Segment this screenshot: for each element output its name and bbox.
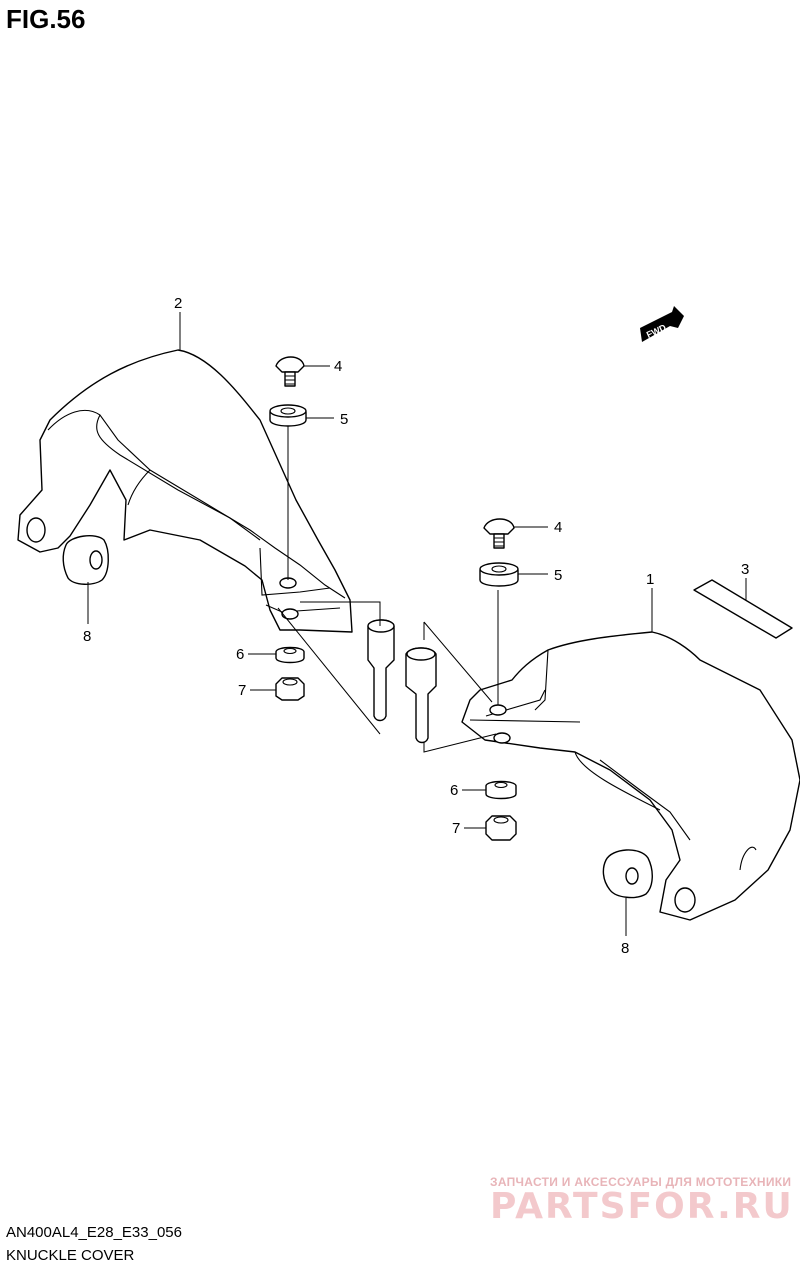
callout-4-left: 4: [334, 358, 342, 375]
callout-7-right: 7: [452, 820, 460, 837]
fwd-arrow-icon: FWD: [640, 306, 684, 342]
callout-2: 2: [174, 295, 182, 312]
assembly-lines-left: [277, 426, 381, 735]
callout-6-left: 6: [236, 646, 244, 663]
callout-leaders: [87, 312, 747, 936]
screw-left: [275, 356, 305, 387]
watermark-tagline: ЗАПЧАСТИ И АКСЕССУАРЫ ДЛЯ МОТОТЕХНИКИ: [490, 1175, 792, 1189]
callout-3: 3: [741, 561, 749, 578]
nut-washer-left: [275, 646, 305, 664]
screw-right: [483, 518, 515, 549]
nut-washer-right: [485, 780, 517, 800]
callout-8-left: 8: [83, 628, 91, 645]
callout-5-right: 5: [554, 567, 562, 584]
knuckle-cover-left: [17, 349, 353, 633]
callout-5-left: 5: [340, 411, 348, 428]
grommet-right: [602, 849, 653, 899]
diagram-name: KNUCKLE COVER: [6, 1247, 135, 1264]
callout-4-right: 4: [554, 519, 562, 536]
nut-left: [275, 677, 305, 701]
washer-right: [479, 562, 519, 587]
callout-6-right: 6: [450, 782, 458, 799]
callout-8-right: 8: [621, 940, 629, 957]
callout-1: 1: [646, 571, 654, 588]
bolt-left: [367, 619, 395, 722]
watermark-brand: PARTSFOR.RU: [490, 1186, 794, 1227]
knuckle-cover-right: [461, 631, 800, 921]
figure-title: FIG.56: [6, 4, 86, 34]
assembly-lines-right: [423, 590, 499, 753]
nut-right: [485, 815, 517, 841]
washer-left: [269, 404, 307, 427]
callout-7-left: 7: [238, 682, 246, 699]
label-sticker: [693, 579, 793, 639]
diagram-code: AN400AL4_E28_E33_056: [6, 1224, 182, 1241]
grommet-left: [62, 534, 109, 585]
bolt-right: [405, 647, 437, 744]
